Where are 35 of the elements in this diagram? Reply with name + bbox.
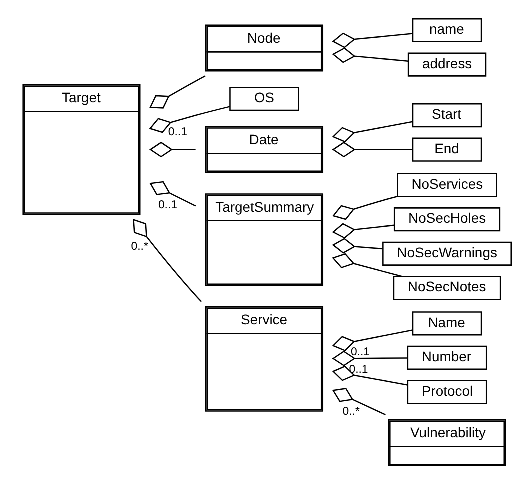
connector [150, 76, 206, 109]
node-box: NoSecWarnings [382, 242, 512, 266]
connector [332, 48, 408, 64]
node-box: Protocol [407, 380, 488, 404]
connector [332, 366, 408, 386]
node-box: NoSecNotes [393, 276, 502, 300]
edge-label: 0..1 [168, 126, 188, 139]
connector [332, 223, 394, 239]
node-box: End [412, 138, 482, 162]
node-box: Start [412, 103, 482, 128]
connector [149, 106, 230, 134]
edge-label: 0..1 [350, 346, 370, 358]
node-box: Name [412, 312, 482, 336]
connector [332, 388, 386, 416]
edge-label: 0..* [131, 240, 148, 253]
connector [332, 253, 403, 278]
connector [332, 330, 413, 352]
connector [332, 196, 398, 220]
node-box: NoServices [397, 173, 498, 198]
node-box: name [412, 18, 482, 43]
edge-label: 0..* [342, 406, 360, 418]
connector [332, 121, 413, 143]
edge-label: 0..1 [158, 199, 178, 212]
connector [149, 142, 196, 158]
connector [133, 219, 202, 302]
edge-label: 0..1 [349, 364, 368, 376]
node-box: NoSecHoles [394, 208, 501, 232]
connector [332, 238, 383, 254]
node-box: Number [407, 346, 488, 370]
node-box: OS [230, 86, 300, 112]
connector [332, 350, 408, 367]
connector [332, 32, 413, 48]
connector [332, 142, 413, 158]
connector [150, 181, 196, 207]
node-box: address [408, 52, 487, 77]
